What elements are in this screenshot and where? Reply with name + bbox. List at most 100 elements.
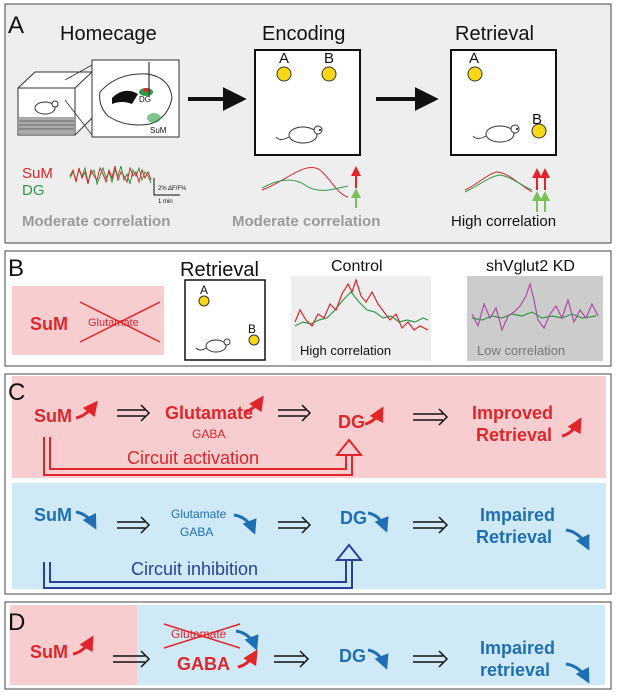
panel-b-object-a	[198, 295, 210, 307]
kd-title: shVglut2 KD	[486, 258, 575, 275]
bottom-dg: DG	[340, 508, 367, 528]
legend-dg: DG	[22, 182, 45, 199]
panel-d-outcome-line1: Impaired	[480, 638, 555, 658]
top-sum: SuM	[34, 406, 72, 426]
control-plot: High correlation	[291, 276, 431, 361]
panel-b: B SuM Glutamate Retrieval A B Control	[4, 250, 612, 367]
encoding-correlation: Moderate correlation	[232, 213, 380, 230]
scale-time-label: 1 min	[158, 199, 173, 205]
panel-a-letter: A	[8, 12, 24, 39]
circuit-activation-arrow	[43, 437, 364, 476]
knockdown-box: SuM Glutamate	[12, 286, 164, 355]
bottom-outcome-down-arrow	[565, 528, 590, 551]
panel-d-sum-up-arrow	[72, 635, 94, 656]
inhibition-background	[12, 483, 606, 589]
top-glutamate-up-arrow	[243, 395, 264, 414]
top-outcome-line1: Improved	[472, 403, 553, 423]
encoding-trace-dg	[261, 179, 349, 191]
glutamate-cross-line-2	[79, 301, 161, 343]
panel-d: D SuM Glutamate GABA DG Impaired retriev…	[4, 601, 612, 690]
circuit-activation-label: Circuit activation	[127, 448, 259, 468]
retrieval-object-a-label: A	[469, 50, 479, 67]
bottom-outcome-line1: Impaired	[480, 505, 555, 525]
control-title: Control	[331, 258, 383, 275]
dg-region-label: DG	[139, 95, 151, 104]
panel-b-object-b	[248, 334, 260, 346]
panel-d-double-arrow-1	[113, 650, 151, 668]
retrieval-title: Retrieval	[455, 23, 534, 45]
retrieval-trace-dg	[464, 174, 533, 193]
panel-c: C SuM Glutamate GABA DG Improved Retriev…	[4, 373, 612, 595]
retrieval-object-b-label: B	[532, 111, 542, 128]
panel-d-gaba-up-arrow	[237, 649, 258, 669]
kd-trace-purple	[471, 281, 599, 332]
panel-a: A Homecage Encoding Retrieval DG	[4, 3, 612, 244]
brain-inset: DG SuM	[91, 59, 180, 138]
scale-bar: 2% ΔF/F% 1 min	[153, 178, 187, 205]
kd-plot: Low correlation	[467, 276, 603, 361]
control-trace-sum	[294, 278, 429, 331]
bottom-glutamate-down-arrow	[233, 513, 257, 535]
top-dg: DG	[338, 412, 365, 432]
panel-d-dg: DG	[339, 646, 366, 666]
top-dg-up-arrow	[364, 406, 384, 426]
control-trace-dg	[294, 291, 429, 327]
bottom-sum-down-arrow	[75, 510, 97, 530]
bottom-outcome-line2: Retrieval	[476, 527, 552, 547]
panel-d-double-arrow-2	[274, 650, 310, 668]
top-glutamate: Glutamate	[165, 403, 253, 423]
retrieval-up-arrows	[532, 168, 550, 212]
retrieval-object-b	[531, 123, 547, 139]
bottom-gaba: GABA	[180, 525, 213, 539]
kd-correlation: Low correlation	[477, 343, 565, 358]
panel-d-outcome-down-arrow	[565, 662, 590, 684]
sum-region-label: SuM	[150, 126, 167, 135]
circuit-inhibition-label: Circuit inhibition	[131, 559, 258, 579]
panel-b-letter: B	[8, 255, 24, 282]
bottom-glutamate: Glutamate	[171, 507, 227, 521]
encoding-object-b	[321, 66, 337, 82]
encoding-title: Encoding	[262, 23, 345, 45]
homecage-title: Homecage	[60, 23, 157, 45]
bottom-dg-down-arrow	[367, 511, 389, 533]
panel-c-letter: C	[8, 379, 25, 406]
scale-dff-label: 2% ΔF/F%	[158, 186, 187, 192]
bottom-sum: SuM	[34, 505, 72, 525]
panel-d-dg-down-arrow	[367, 648, 389, 670]
panel-d-glutamate-cross-2	[163, 623, 241, 649]
panel-d-letter: D	[8, 609, 25, 636]
retrieval-mouse-icon	[472, 124, 520, 143]
panel-d-double-arrow-3	[413, 650, 449, 668]
bottom-double-arrow-3	[413, 516, 449, 534]
top-double-arrow-3	[413, 408, 449, 426]
legend-sum: SuM	[22, 165, 53, 182]
panel-b-retrieval-title: Retrieval	[180, 259, 259, 281]
panel-d-pink-background	[10, 605, 137, 685]
panel-b-sum: SuM	[30, 314, 68, 334]
panel-d-sum: SuM	[30, 642, 68, 662]
panel-b-object-a-label: A	[200, 283, 208, 297]
top-double-arrow-1	[117, 404, 151, 422]
homecage-correlation: Moderate correlation	[22, 213, 170, 230]
top-outcome-up-arrow	[561, 417, 582, 438]
circuit-inhibition-arrow	[43, 543, 364, 589]
control-correlation: High correlation	[300, 343, 391, 358]
encoding-object-b-label: B	[324, 50, 334, 67]
top-outcome-line2: Retrieval	[476, 425, 552, 445]
encoding-arena: A B	[254, 49, 361, 156]
homecage-trace-sum	[69, 165, 152, 185]
top-double-arrow-2	[278, 404, 312, 422]
panel-d-outcome-line2: retrieval	[480, 660, 550, 680]
panel-b-arena: A B	[184, 279, 266, 361]
retrieval-object-a	[467, 66, 483, 82]
bottom-double-arrow-2	[278, 516, 312, 534]
panel-d-glutamate-down-arrow	[235, 629, 259, 651]
bottom-double-arrow-1	[117, 516, 151, 534]
panel-b-glutamate: Glutamate	[88, 317, 139, 329]
top-gaba: GABA	[192, 427, 225, 441]
activation-background	[12, 376, 606, 478]
top-sum-up-arrow	[75, 400, 98, 420]
panel-b-mouse-icon	[195, 338, 231, 353]
panel-d-blue-background	[137, 605, 605, 685]
